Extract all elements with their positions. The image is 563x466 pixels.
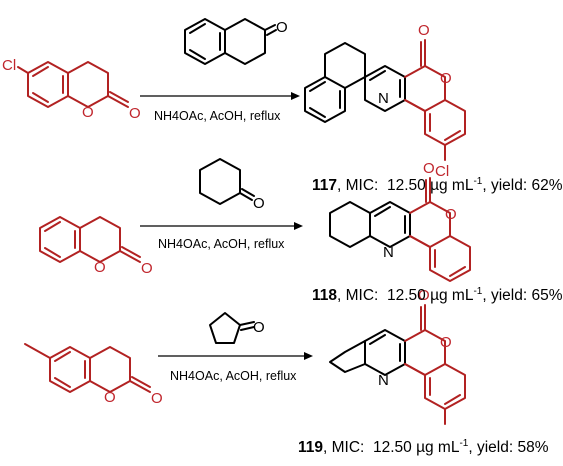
mic-exp-119: -1 [459,438,469,449]
mic-label-118: , MIC: [337,287,379,305]
caption-117: 117, MIC: 12.50 µg mL-1, yield: 62% [312,176,563,195]
chlorine-atom: Cl [2,57,16,74]
reagent-tetralone: O [184,18,288,65]
reagent-cyclohexanone: O [199,158,265,212]
yield-118: , yield: 65% [482,287,563,305]
cyclopentanone-oxygen: O [253,319,265,336]
ring-oxygen-2: O [94,259,106,276]
compound-number-117: 117 [312,177,338,195]
product-118-carbonyl-o: O [423,160,435,177]
arrowhead-2 [294,222,303,230]
product-118-structure: N O O [329,160,471,282]
reaction-scheme: { "atoms": { "cl": "Cl", "o": "O", "n": … [2,18,563,457]
conditions-3: NH4OAc, AcOH, reflux [170,369,297,383]
reactant-methyldihydrocoumarin: O O [24,343,163,407]
tetralone-oxygen: O [276,19,288,36]
arrowhead-3 [304,352,313,360]
product-117-structure: N O O Cl [304,22,466,180]
ring-oxygen: O [82,104,94,121]
product-119-structure: N O O [329,287,466,425]
product-117-ring-o: O [440,70,452,87]
product-117-chlorine: Cl [435,163,449,180]
carbonyl-oxygen-2: O [141,260,153,277]
yield-119: , yield: 58% [468,439,549,457]
reagent-cyclopentanone: O [209,312,265,344]
pyridine-nitrogen-2: N [383,244,394,261]
carbonyl-oxygen: O [129,105,141,122]
pyridine-nitrogen-3: N [378,372,389,389]
mic-value-119: 12.50 µg mL [372,439,460,457]
caption-118: 118, MIC: 12.50 µg mL-1, yield: 65% [312,286,563,305]
arrowhead-1 [291,92,300,100]
reactant-dihydrocoumarin: O O [39,216,153,277]
product-118-ring-o: O [445,206,457,223]
compound-number-119: 119 [298,439,324,457]
caption-119: 119, MIC: 12.50 µg mL-1, yield: 58% [298,438,549,457]
mic-value-118: 12.50 µg mL [386,287,474,305]
product-119-carbonyl-o: O [418,287,430,304]
product-117-carbonyl-o: O [418,22,430,39]
mic-label-117: , MIC: [337,177,379,195]
mic-label-119: , MIC: [323,439,365,457]
scheme-drawing: Cl O O O NH4OAc, AcOH, reflux N O O Cl [2,18,471,425]
pyridine-nitrogen: N [378,90,389,107]
cyclohexanone-oxygen: O [253,195,265,212]
mic-value-117: 12.50 µg mL [386,177,474,195]
reactant-chlorodihydrocoumarin: Cl O O [2,57,141,122]
mic-exp-117: -1 [473,176,483,187]
product-119-ring-o: O [440,334,452,351]
compound-number-118: 118 [312,287,338,305]
conditions-2: NH4OAc, AcOH, reflux [158,237,285,251]
carbonyl-oxygen-3: O [151,390,163,407]
ring-oxygen-3: O [104,389,116,406]
mic-exp-118: -1 [473,286,483,297]
yield-117: , yield: 62% [482,177,563,195]
conditions-1: NH4OAc, AcOH, reflux [154,109,281,123]
